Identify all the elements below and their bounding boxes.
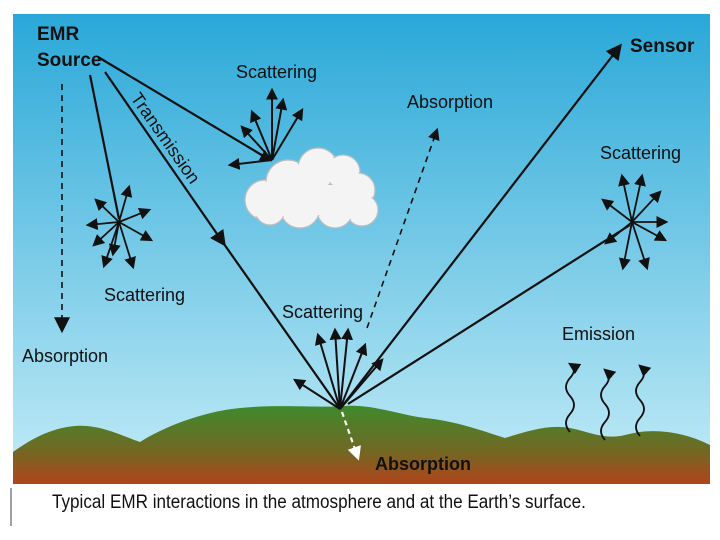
emission-wave-1: [565, 362, 582, 433]
label-scattering-right: Scattering: [600, 143, 681, 163]
main-rays: [88, 43, 631, 410]
scatter-star-left: [85, 184, 154, 270]
ray-source-to-left-scatter: [88, 74, 121, 220]
scatter-burst-cloud: [227, 87, 304, 170]
emission-wave-3: [635, 364, 652, 437]
ground: [13, 405, 710, 484]
absorption-sky-ray: [366, 127, 440, 329]
ray-transmission-to-ground: [223, 243, 341, 410]
label-emission: Emission: [562, 324, 635, 344]
ray-source-to-cloud: [97, 56, 273, 162]
ray-ground-to-right-scatter: [347, 224, 631, 405]
label-scattering-cloud: Scattering: [236, 62, 317, 82]
absorption-rays: [54, 84, 440, 334]
absorption-ground-ray: [340, 411, 361, 461]
scatter-burst-ground: [292, 327, 384, 410]
label-scattering-ground: Scattering: [282, 302, 363, 322]
label-emr-source-line2: Source: [37, 50, 101, 71]
label-sensor: Sensor: [630, 36, 695, 57]
scatter-star-right: [601, 173, 669, 271]
ray-ground-to-sensor: [339, 43, 622, 410]
diagram-caption: Typical EMR interactions in the atmosphe…: [52, 492, 586, 513]
label-emr-source-line1: EMR: [37, 24, 80, 45]
emission-arrows: [565, 362, 652, 441]
label-absorption-left: Absorption: [22, 346, 108, 366]
emission-wave-2: [600, 368, 617, 441]
label-absorption-sky: Absorption: [407, 92, 493, 112]
cloud-body: [246, 149, 377, 227]
caption-rule: [10, 488, 12, 526]
label-scattering-left: Scattering: [104, 285, 185, 305]
ray-transmission: [104, 71, 226, 247]
label-absorption-ground: Absorption: [375, 454, 471, 474]
